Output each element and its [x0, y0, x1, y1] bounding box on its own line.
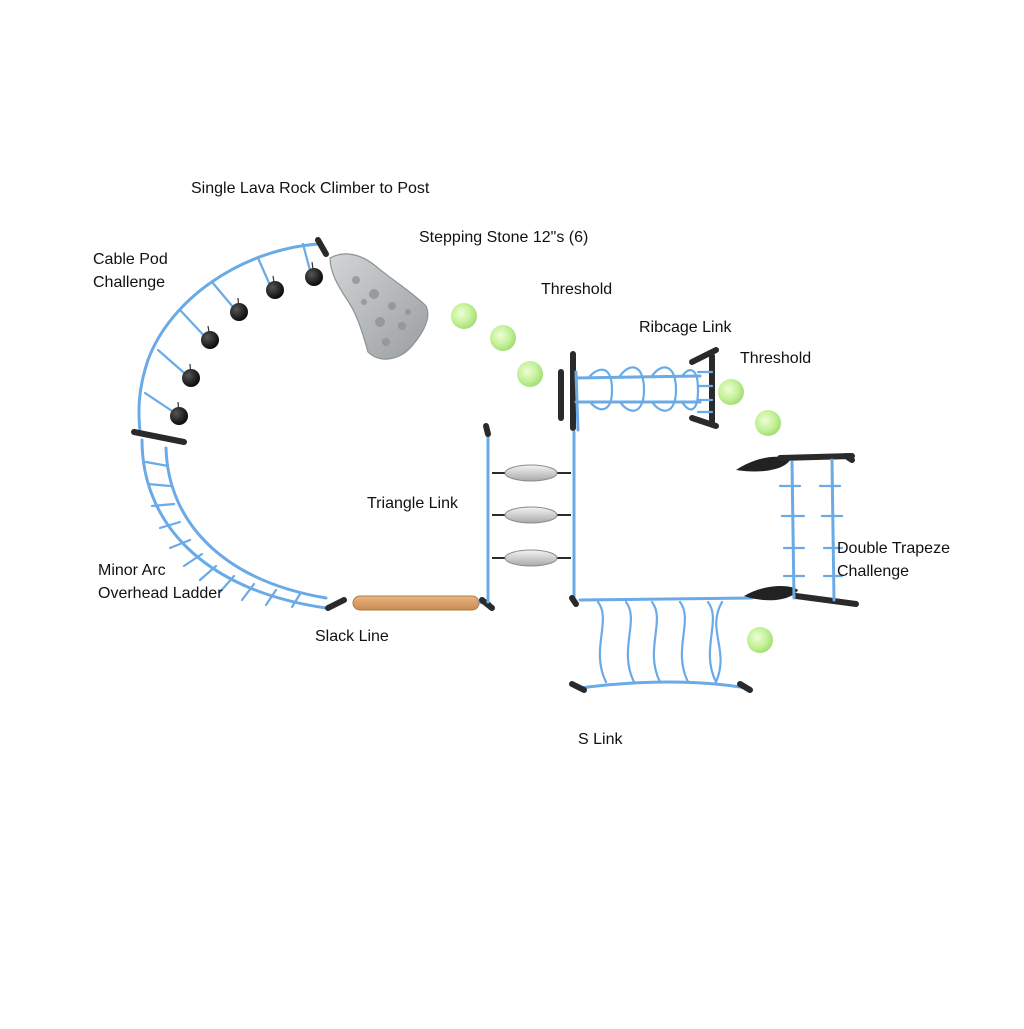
- triangle-rung: [492, 549, 571, 567]
- stepping-stones: [451, 303, 781, 653]
- cable-pod: [170, 407, 188, 425]
- stepping-stone: [755, 410, 781, 436]
- stepping-stone: [451, 303, 477, 329]
- stepping-stone: [747, 627, 773, 653]
- label-stepping-stone: Stepping Stone 12"s (6): [419, 229, 589, 246]
- stepping-stone: [517, 361, 543, 387]
- stepping-stone: [490, 325, 516, 351]
- double-trapeze-challenge: [736, 453, 859, 607]
- label-slack-line: Slack Line: [315, 628, 389, 645]
- label-threshold-1: Threshold: [541, 281, 613, 298]
- slack-line: [325, 595, 495, 611]
- label-minor-arc-line1: Minor Arc: [98, 562, 166, 579]
- triangle-rung: [492, 506, 571, 524]
- triangle-rung: [492, 464, 571, 482]
- lava-rock-climber: [329, 253, 429, 360]
- cable-pod: [230, 303, 248, 321]
- ribcage-link: [558, 347, 719, 432]
- cable-pod-challenge: [131, 237, 329, 445]
- minor-arc-overhead-ladder: [140, 438, 328, 610]
- label-lava-rock-climber: Single Lava Rock Climber to Post: [191, 180, 430, 197]
- post-cap: [315, 237, 329, 257]
- cable-pod: [305, 268, 323, 286]
- s-link: [569, 596, 754, 693]
- label-minor-arc-line2: Overhead Ladder: [98, 585, 223, 602]
- cable-pod: [201, 331, 219, 349]
- label-cable-pod-line2: Challenge: [93, 274, 166, 291]
- post-cap: [131, 429, 187, 445]
- label-threshold-2: Threshold: [740, 350, 812, 367]
- label-double-trapeze-line1: Double Trapeze: [837, 540, 950, 557]
- stepping-stone: [718, 379, 744, 405]
- label-s-link: S Link: [578, 731, 623, 748]
- label-double-trapeze-line2: Challenge: [837, 563, 910, 580]
- label-cable-pod-line1: Cable Pod: [93, 251, 168, 268]
- label-ribcage-link: Ribcage Link: [639, 319, 732, 336]
- triangle-link: [483, 423, 579, 607]
- cable-pod: [266, 281, 284, 299]
- cable-pod: [182, 369, 200, 387]
- label-triangle-link: Triangle Link: [367, 495, 459, 512]
- threshold: [689, 347, 719, 429]
